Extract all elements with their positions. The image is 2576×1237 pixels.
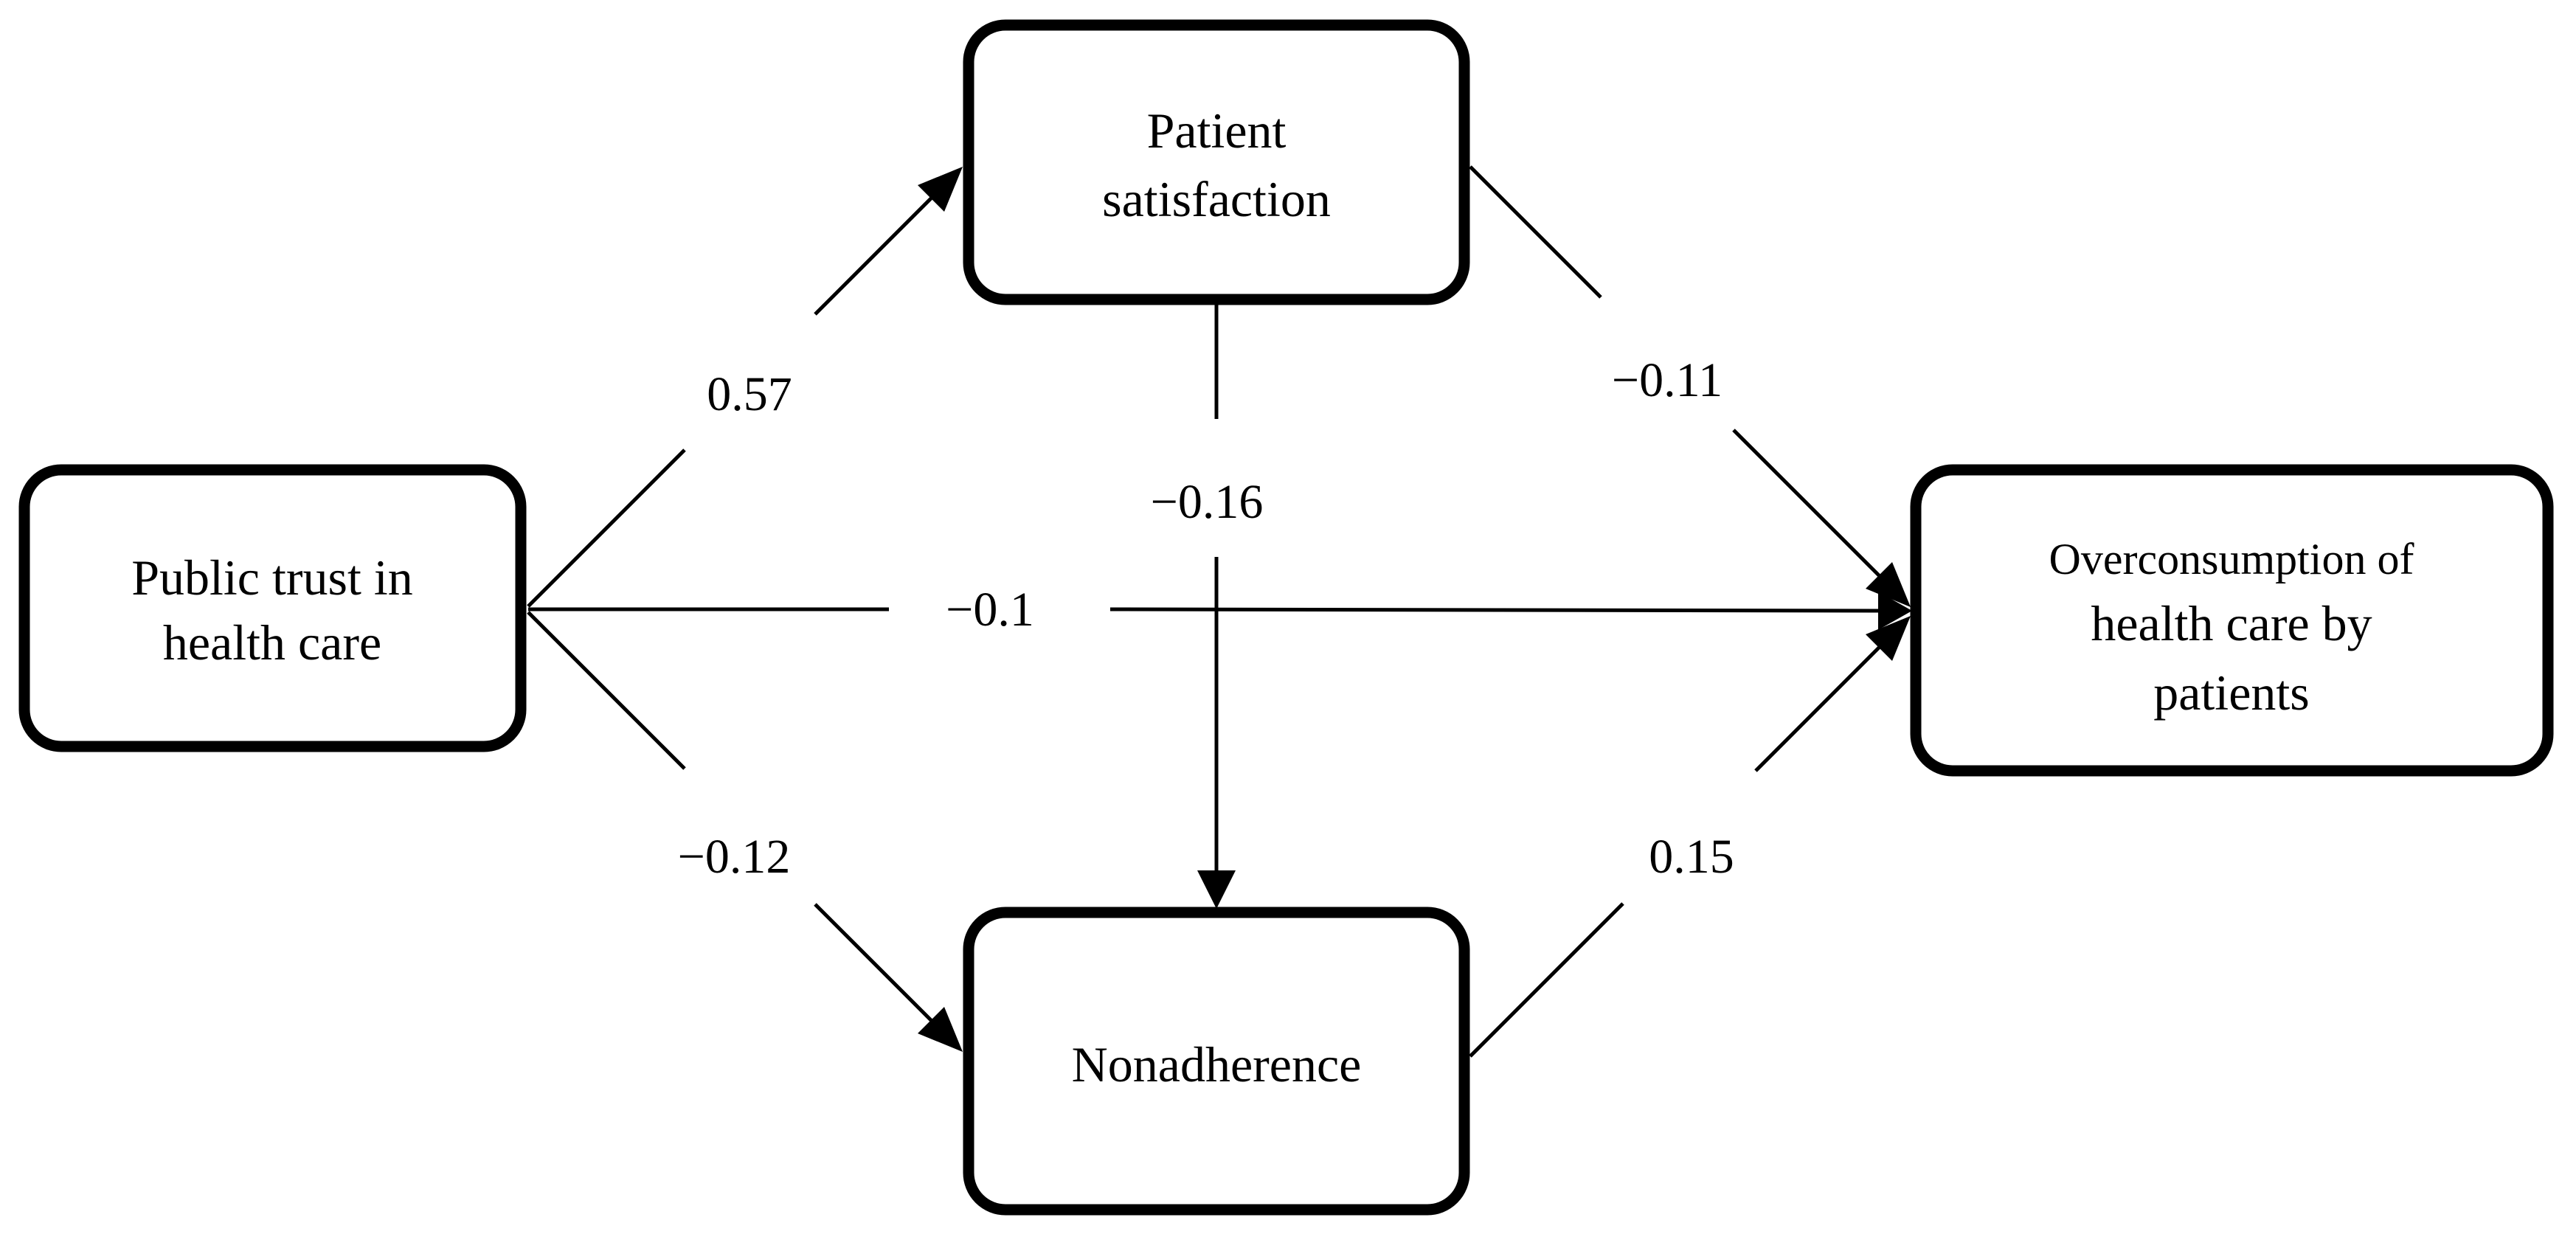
node-label-line: Public trust in: [131, 550, 413, 606]
coefficient-label: 0.57: [707, 367, 792, 421]
coefficient-label: −0.11: [1612, 353, 1722, 407]
node-patient-satisfaction: Patient satisfaction: [963, 19, 1470, 305]
edge-trust-to-overconsumption: −0.1: [528, 583, 1912, 637]
edge-trust-to-satisfaction: 0.57: [527, 167, 963, 608]
arrowhead: [1866, 562, 1911, 607]
node-public-trust: Public trust in health care: [18, 464, 527, 752]
edge-satisfaction-to-nonadherence: −0.16: [1151, 304, 1264, 909]
arrowhead: [1866, 616, 1911, 661]
edge-nonadherence-to-overconsumption: 0.15: [1469, 616, 1911, 1058]
arrowhead: [918, 167, 963, 212]
coefficient-label: −0.1: [946, 583, 1034, 637]
node-label-line: patients: [2153, 665, 2310, 721]
coefficient-label: −0.16: [1151, 475, 1264, 529]
node-nonadherence: Nonadherence: [963, 907, 1470, 1216]
coefficient-label: −0.12: [678, 830, 791, 884]
node-label-line: health care: [163, 614, 381, 671]
arrowhead: [918, 1007, 963, 1052]
node-label-line: Overconsumption of: [2049, 535, 2414, 583]
node-label-line: Patient: [1147, 103, 1287, 159]
node-label-line: satisfaction: [1102, 171, 1331, 227]
node-label-line: Nonadherence: [1072, 1036, 1362, 1092]
node-label-line: health care by: [2091, 595, 2372, 651]
coefficient-label: 0.15: [1649, 830, 1734, 884]
node-overconsumption: Overconsumption of health care by patien…: [1910, 464, 2554, 777]
arrowhead: [1197, 870, 1236, 909]
edge-trust-to-nonadherence: −0.12: [527, 611, 963, 1052]
arrowhead: [1878, 592, 1912, 630]
edge-satisfaction-to-overconsumption: −0.11: [1469, 165, 1911, 607]
